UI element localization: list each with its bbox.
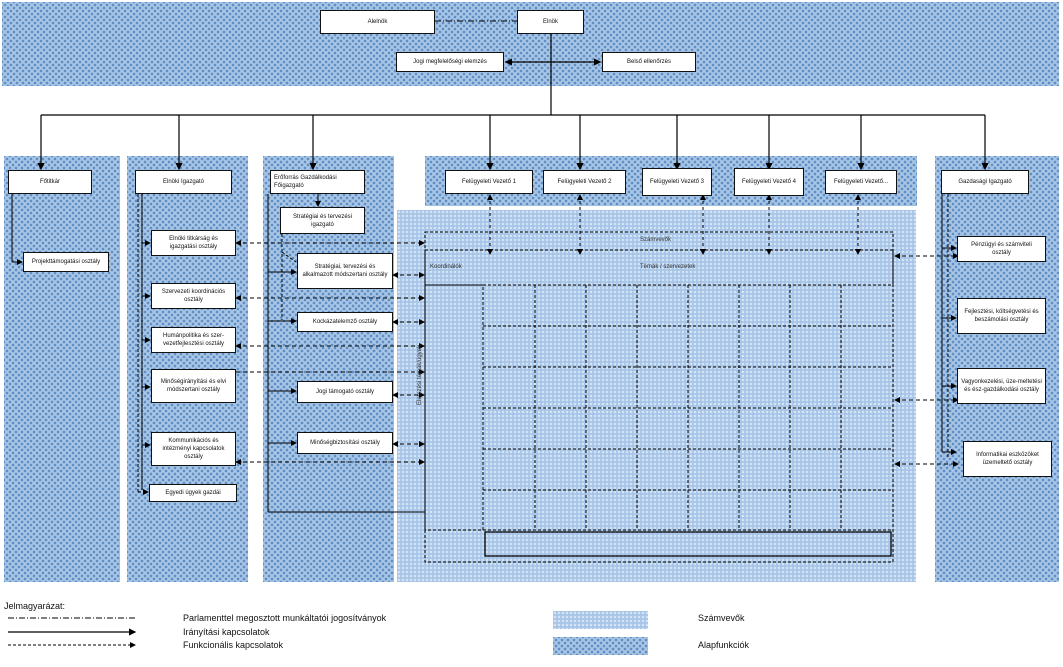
elnoki-unit-3[interactable]: Humánpolitika és szer-vezetfejlesztési o… xyxy=(151,327,236,353)
eroforras-head[interactable]: Erőforrás Gazdálkodási Főigazgató xyxy=(270,170,365,194)
felugyeleti-1[interactable]: Felügyeleti Vezető 1 xyxy=(445,170,533,194)
matrix-side-label: Elemzési témák/ügyek xyxy=(417,344,423,405)
eroforras-unit-1[interactable]: Stratégiai és tervezési igazgató xyxy=(280,207,365,234)
matrix-left-label: Koordinálók xyxy=(430,264,462,270)
gazdasagi-unit-3[interactable]: Vagyonkezelési, üze-meltetési és ész-gaz… xyxy=(957,368,1046,404)
jogi-box[interactable]: Jogi megfelelőségi elemzés xyxy=(396,52,504,72)
swatch-szamvevok xyxy=(553,611,648,629)
felugyeleti-5[interactable]: Felügyeleti Vezető... xyxy=(825,170,897,194)
matrix-header-label: Témák / szervezetek xyxy=(640,264,696,270)
belso-box[interactable]: Belső ellenőrzés xyxy=(602,52,696,72)
legend-item-2: Irányítási kapcsolatok xyxy=(183,627,270,637)
felugyeleti-2[interactable]: Felügyeleti Vezető 2 xyxy=(543,170,626,194)
legend-item-1: Parlamenttel megosztott munkáltatói jogo… xyxy=(183,613,387,623)
elnok-box[interactable]: Elnök xyxy=(517,10,584,34)
eroforras-unit-4[interactable]: Jogi támogató osztály xyxy=(297,381,393,403)
matrix-top-label: Számvevők xyxy=(640,237,672,243)
eroforras-unit-2[interactable]: Stratégiai, tervezési és alkalmazott mód… xyxy=(297,253,393,289)
alelnok-box[interactable]: Alelnök xyxy=(320,10,435,34)
elnoki-unit-1[interactable]: Elnöki titkárság és igazgatási osztály xyxy=(151,230,236,256)
legend-item-3: Funkcionális kapcsolatok xyxy=(183,640,284,650)
elnoki-unit-2[interactable]: Szervezeti koordinációs osztály xyxy=(151,283,236,309)
legend-title: Jelmagyarázat: xyxy=(4,601,66,611)
gazdasagi-unit-2[interactable]: Fejlesztési, költségvetési és beszámolás… xyxy=(957,298,1046,334)
felugyeleti-3[interactable]: Felügyeleti Vezető 3 xyxy=(642,168,712,196)
elnoki-head[interactable]: Elnöki Igazgató xyxy=(135,170,232,194)
legend-swatch-1: Számvevők xyxy=(698,613,745,623)
gazdasagi-unit-4[interactable]: Informatikai eszközöket üzemeltető osztá… xyxy=(963,441,1052,477)
elnoki-unit-4[interactable]: Minőségirányítási és elvi módszertani os… xyxy=(151,369,236,403)
felugyeleti-4[interactable]: Felügyeleti Vezető 4 xyxy=(734,168,804,196)
eroforras-unit-5[interactable]: Minőségbiztosítási osztály xyxy=(297,432,393,454)
swatch-alapfunkciok xyxy=(553,637,648,655)
projekt-unit[interactable]: Projekttámogatási osztály xyxy=(23,252,109,272)
legend-swatch-2: Alapfunkciók xyxy=(698,640,750,650)
gazdasagi-unit-1[interactable]: Pénzügyi és számviteli osztály xyxy=(957,236,1046,262)
elnoki-unit-6[interactable]: Egyedi ügyek gazdái xyxy=(149,484,237,502)
eroforras-unit-3[interactable]: Kockázatelemző osztály xyxy=(297,312,393,332)
gazdasagi-head[interactable]: Gazdasági Igazgató xyxy=(941,170,1029,194)
elnoki-unit-5[interactable]: Kommunikációs és intézményi kapcsolatok … xyxy=(151,432,236,466)
fotitkar-head[interactable]: Főtitkár xyxy=(8,170,92,194)
fotitkar-panel xyxy=(4,156,120,582)
